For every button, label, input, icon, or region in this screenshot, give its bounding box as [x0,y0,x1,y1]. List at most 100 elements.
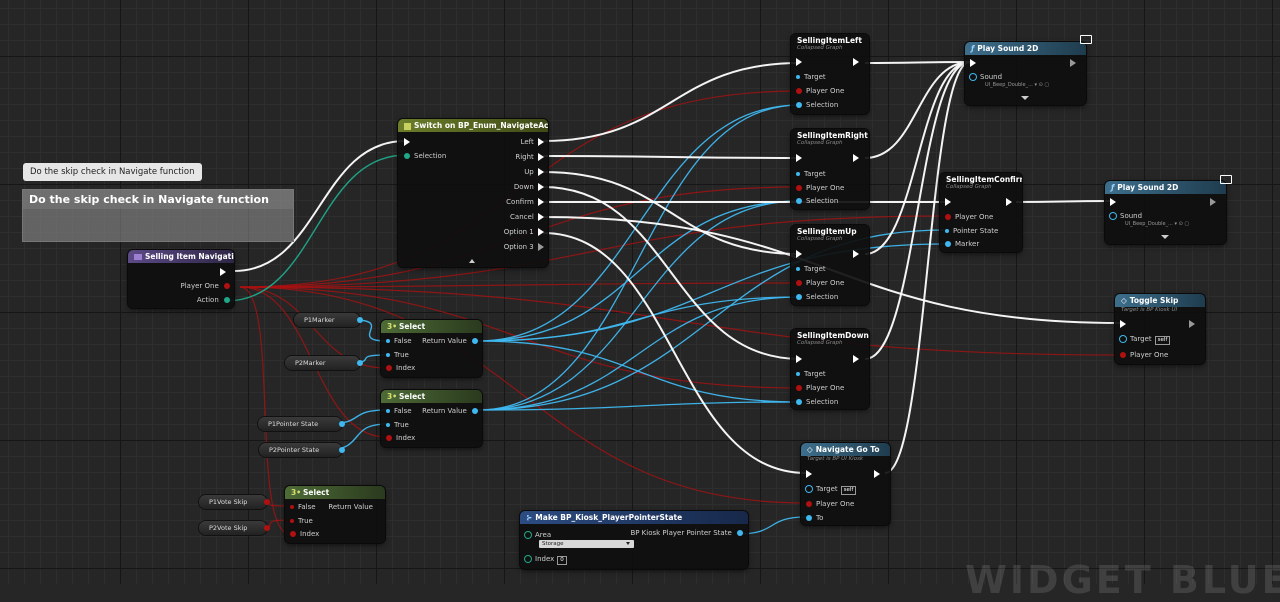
wire-select-marker[interactable] [477,243,946,342]
pin-player-one[interactable]: Player One [945,212,993,222]
exec-macro-switch[interactable] [233,140,406,272]
exec-up[interactable] [542,171,801,255]
select-node-vote[interactable]: 3•Select False True Index Return Value [285,486,385,543]
select-node-marker[interactable]: 3•Select False True Index Return Value [381,320,482,377]
exec-out[interactable] [853,354,863,364]
exec-to-sound[interactable] [864,61,971,159]
pin-player-one[interactable]: Player One [796,183,844,193]
exec-left[interactable] [542,62,801,142]
select-return[interactable]: Return Value [422,406,478,416]
select-pin-index[interactable]: Index [386,363,415,373]
exec-in[interactable] [796,249,806,259]
selling-item-confirm-node[interactable]: SellingItemConfirm Collapsed Graph Playe… [940,173,1022,252]
selling-item-up-node[interactable]: SellingItemUp Collapsed Graph Target Pla… [791,225,869,305]
exec-out[interactable] [1210,197,1220,207]
exec-in[interactable] [796,354,806,364]
sound-asset-value[interactable]: UI_Beep_Double_... ▾ ⊙ ▢ [1125,221,1190,227]
p1vote-getter[interactable]: P1Vote Skip [199,495,270,509]
select-pin-false[interactable]: False [386,336,412,346]
exec-option1[interactable] [542,232,807,474]
switch-out-up[interactable]: Up [524,167,544,177]
exec-in[interactable] [796,153,806,163]
exec-in[interactable] [1110,197,1120,207]
selling-item-down-node[interactable]: SellingItemDown Collapsed Graph Target P… [791,329,869,409]
pin-sound[interactable]: Sound [970,72,1002,82]
wire-select-marker[interactable] [477,200,801,342]
macro-pin-player-one[interactable]: Player One [181,281,230,291]
exec-to-sound[interactable] [864,61,971,255]
exec-to-sound[interactable] [864,61,971,360]
exec-to-sound[interactable] [864,61,971,64]
macro-exec-out[interactable] [220,267,230,277]
switch-out-right[interactable]: Right [515,152,544,162]
exec-out[interactable] [853,249,863,259]
wire-select-pointer[interactable] [477,104,801,411]
p2pointer-getter[interactable]: P2Pointer State [259,443,345,457]
wire-player-one[interactable] [239,215,946,288]
exec-to-sound[interactable] [884,61,971,474]
wire-player-one[interactable] [239,282,801,288]
pin-to[interactable]: To [806,513,823,523]
select-node-pointer[interactable]: 3•Select False True Index Return Value [381,390,482,447]
wire-p1marker[interactable] [353,319,388,342]
p1pointer-getter[interactable]: P1Pointer State [258,417,345,431]
switch-out-cancel[interactable]: Cancel [510,212,544,222]
exec-out[interactable] [874,469,884,479]
pin-player-one[interactable]: Player One [806,499,854,509]
switch-out-confirm[interactable]: Confirm [506,197,544,207]
p2vote-getter[interactable]: P2Vote Skip [199,521,270,535]
chevron-down-icon[interactable] [1161,235,1169,239]
wire-select-marker[interactable] [477,104,801,342]
exec-out[interactable] [1189,319,1199,329]
exec-out[interactable] [853,57,863,67]
exec-in[interactable] [806,469,816,479]
select-pin-true[interactable]: True [290,516,313,526]
pin-pointer-state[interactable]: Pointer State [945,226,998,236]
switch-pin-selection[interactable]: Selection [404,151,446,161]
pin-selection[interactable]: Selection [796,397,838,407]
select-pin-index[interactable]: Index [386,433,415,443]
pin-area[interactable]: Area [525,530,551,540]
pin-target[interactable]: Target [796,72,826,82]
macro-pin-action[interactable]: Action [197,295,230,305]
wire-select-pointer[interactable] [477,200,801,411]
collapse-arrow-icon[interactable] [469,259,475,263]
wire-make-to[interactable] [737,516,807,535]
selling-item-navigation-node[interactable]: Selling Item Navigation Player One Actio… [128,250,234,308]
chevron-down-icon[interactable] [1021,96,1029,100]
exec-in[interactable] [970,58,980,68]
pin-selection[interactable]: Selection [796,292,838,302]
wire-index[interactable] [239,286,291,535]
exec-out[interactable] [1070,58,1080,68]
switch-exec-in[interactable] [404,137,414,147]
exec-out[interactable] [853,153,863,163]
sound-asset-value[interactable]: UI_Beep_Double_... ▾ ⊙ ▢ [985,82,1050,88]
p1marker-getter[interactable]: P1Marker [294,313,363,327]
comment-box[interactable]: Do the skip check in Navigate function [22,189,294,242]
wire-select-pointer[interactable] [477,296,801,411]
select-pin-true[interactable]: True [386,350,409,360]
pin-player-one[interactable]: Player One [1120,350,1168,360]
pin-sound[interactable]: Sound [1110,211,1142,221]
wire-select-marker[interactable] [477,340,801,403]
select-return[interactable]: Return Value [328,502,373,512]
navigate-go-to-node[interactable]: ◇Navigate Go To Target is BP UI Kiosk Ta… [801,443,890,525]
p2marker-getter[interactable]: P2Marker [285,356,363,370]
wire-player-one[interactable] [239,286,1121,356]
switch-out-down[interactable]: Down [514,182,544,192]
pin-selection[interactable]: Selection [796,196,838,206]
select-pin-true[interactable]: True [386,420,409,430]
area-dropdown[interactable]: Storage [539,538,634,548]
toggle-skip-node[interactable]: ◇Toggle Skip Target is BP Kiosk UI Targe… [1115,294,1205,364]
pin-player-one[interactable]: Player One [796,278,844,288]
pin-player-one[interactable]: Player One [796,383,844,393]
select-return[interactable]: Return Value [422,336,478,346]
switch-out-left[interactable]: Left [521,137,544,147]
exec-in[interactable] [1120,319,1130,329]
exec-confirm-sound[interactable] [1015,200,1111,203]
pin-marker[interactable]: Marker [945,239,979,249]
make-pointer-state-node[interactable]: ⊱Make BP_Kiosk_PlayerPointerState Area S… [520,511,748,569]
